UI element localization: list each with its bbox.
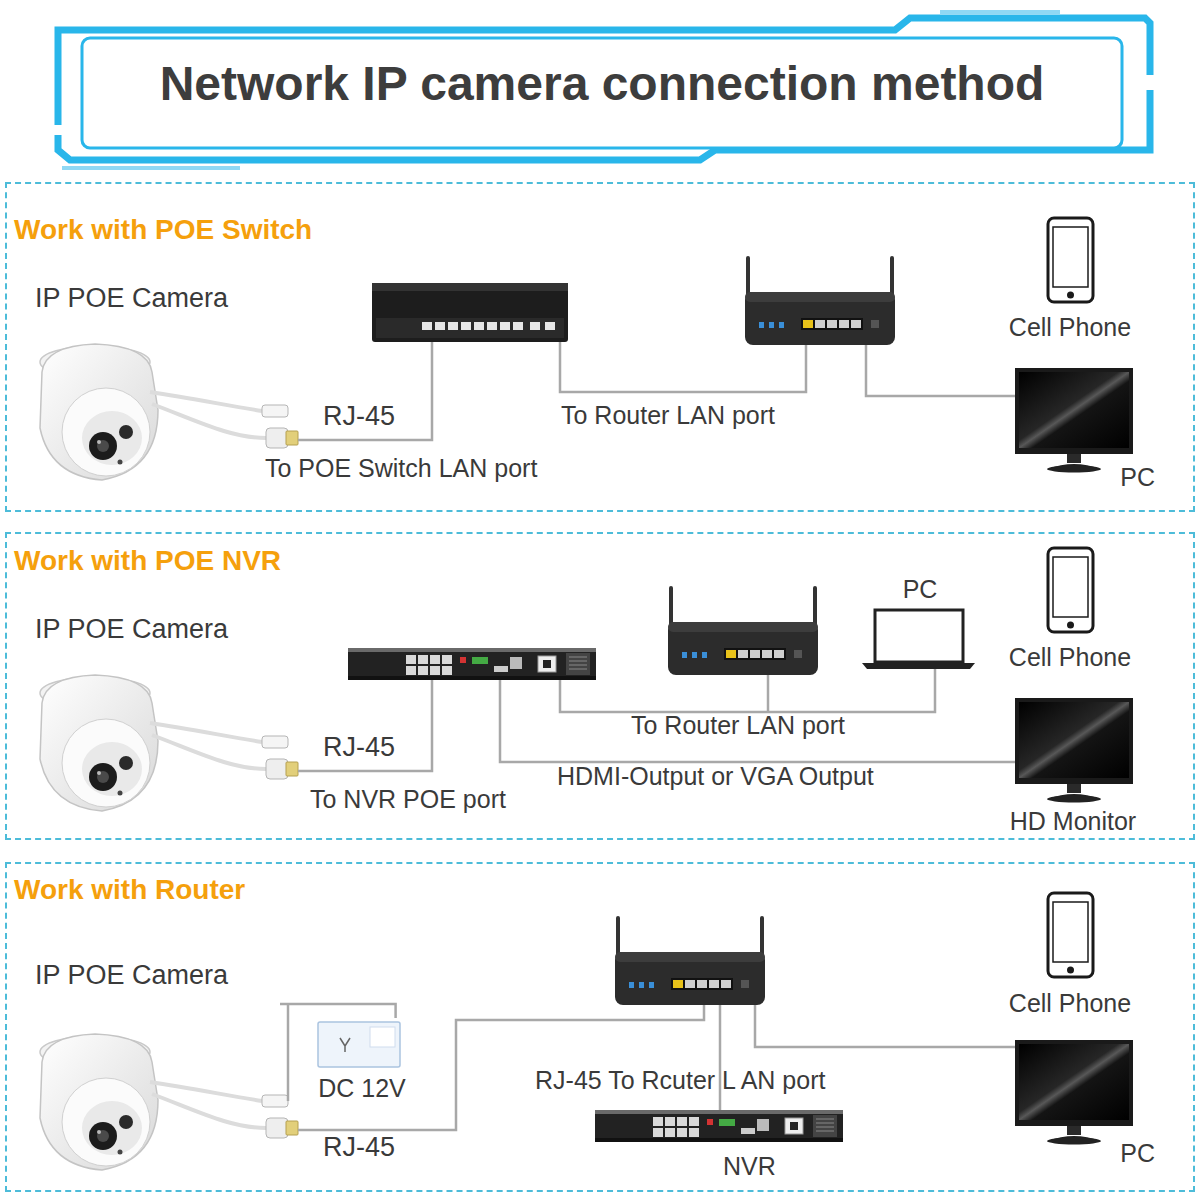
power-socket (370, 1027, 395, 1047)
phone-illustration (1048, 893, 1093, 977)
section-heading: Work with POE Switch (14, 214, 312, 246)
pc-device: PC (1010, 1036, 1155, 1168)
device-label: HD Monitor (993, 807, 1153, 836)
device-label: Cell Phone (990, 989, 1150, 1018)
network-cable (298, 342, 1015, 440)
camera-device: IP POE Camera (35, 614, 285, 821)
device-label: IP POE Camera (35, 960, 228, 991)
phone-illustration (1048, 218, 1093, 302)
section-heading: Work with POE NVR (14, 545, 281, 577)
camera-illustration (40, 344, 298, 480)
monitor-illustration (1015, 368, 1133, 473)
camera-illustration (40, 1034, 298, 1170)
device-label: IP POE Camera (35, 614, 228, 645)
laptop-illustration (875, 610, 963, 662)
camera-illustration (40, 675, 298, 811)
phone-device: Cell Phone (990, 886, 1150, 1018)
section-band: Work with POE Switch IP POE CameraCell Ph… (5, 182, 1195, 512)
device-label: PC (860, 575, 980, 604)
connection-label: To Router LAN port (631, 711, 845, 740)
laptop-illustration (862, 663, 975, 669)
section-band: Work with Router IP POE CameraCell PhoneD… (5, 862, 1195, 1192)
power-socket (318, 1022, 400, 1067)
title-frame (58, 18, 1150, 125)
device-label: IP POE Camera (35, 283, 228, 314)
connection-label: RJ-45 (323, 1132, 395, 1163)
router-illustration (745, 256, 895, 345)
camera-device: IP POE Camera (35, 960, 280, 1185)
laptop-device: PC (860, 575, 980, 673)
connection-label: RJ-45 (323, 401, 395, 432)
power-socket: DC 12V (306, 1018, 418, 1103)
router-illustration (668, 586, 818, 675)
connection-label: To NVR POE port (310, 785, 506, 814)
device-label: PC (1120, 1139, 1155, 1168)
nvr-illustration (348, 648, 596, 680)
router-illustration (615, 916, 765, 1005)
connection-label: HDMI-Output or VGA Output (557, 762, 874, 791)
connection-label: RJ-45 To Rcuter L AN port (535, 1066, 825, 1095)
device-label: PC (1120, 463, 1155, 492)
pc-device: PC (1010, 360, 1155, 492)
camera-device: IP POE Camera (35, 283, 285, 490)
monitor-illustration (1015, 1040, 1133, 1145)
device-label: NVR (723, 1152, 776, 1181)
power-wire (280, 1004, 396, 1018)
title-frame (82, 38, 1122, 148)
network-cable (298, 669, 1015, 771)
device-label: DC 12V (306, 1074, 418, 1103)
connection-label: To POE Switch LAN port (265, 454, 537, 483)
device-label: Cell Phone (990, 643, 1150, 672)
diagram-title: Network IP camera connection method (82, 56, 1122, 112)
phone-device: Cell Phone (990, 540, 1150, 672)
monitor-illustration (1015, 698, 1133, 803)
poe-switch (372, 283, 568, 342)
section-heading: Work with Router (14, 874, 245, 906)
poe-switch (372, 283, 568, 291)
switch-ports (422, 322, 555, 330)
phone-illustration (1048, 548, 1093, 632)
section-band: Work with POE NVR IP POE Camera PC Cell Pho… (5, 532, 1195, 840)
nvr-illustration (595, 1110, 843, 1142)
poe-switch (376, 318, 564, 338)
phone-device: Cell Phone (990, 210, 1150, 342)
connection-label: RJ-45 (323, 732, 395, 763)
monitor-device: HD Monitor (993, 690, 1153, 836)
nvr-device: NVR (590, 1105, 845, 1181)
connection-label: To Router LAN port (561, 401, 775, 430)
network-cable (288, 1004, 1015, 1130)
device-label: Cell Phone (990, 313, 1150, 342)
power-socket (340, 1038, 350, 1052)
